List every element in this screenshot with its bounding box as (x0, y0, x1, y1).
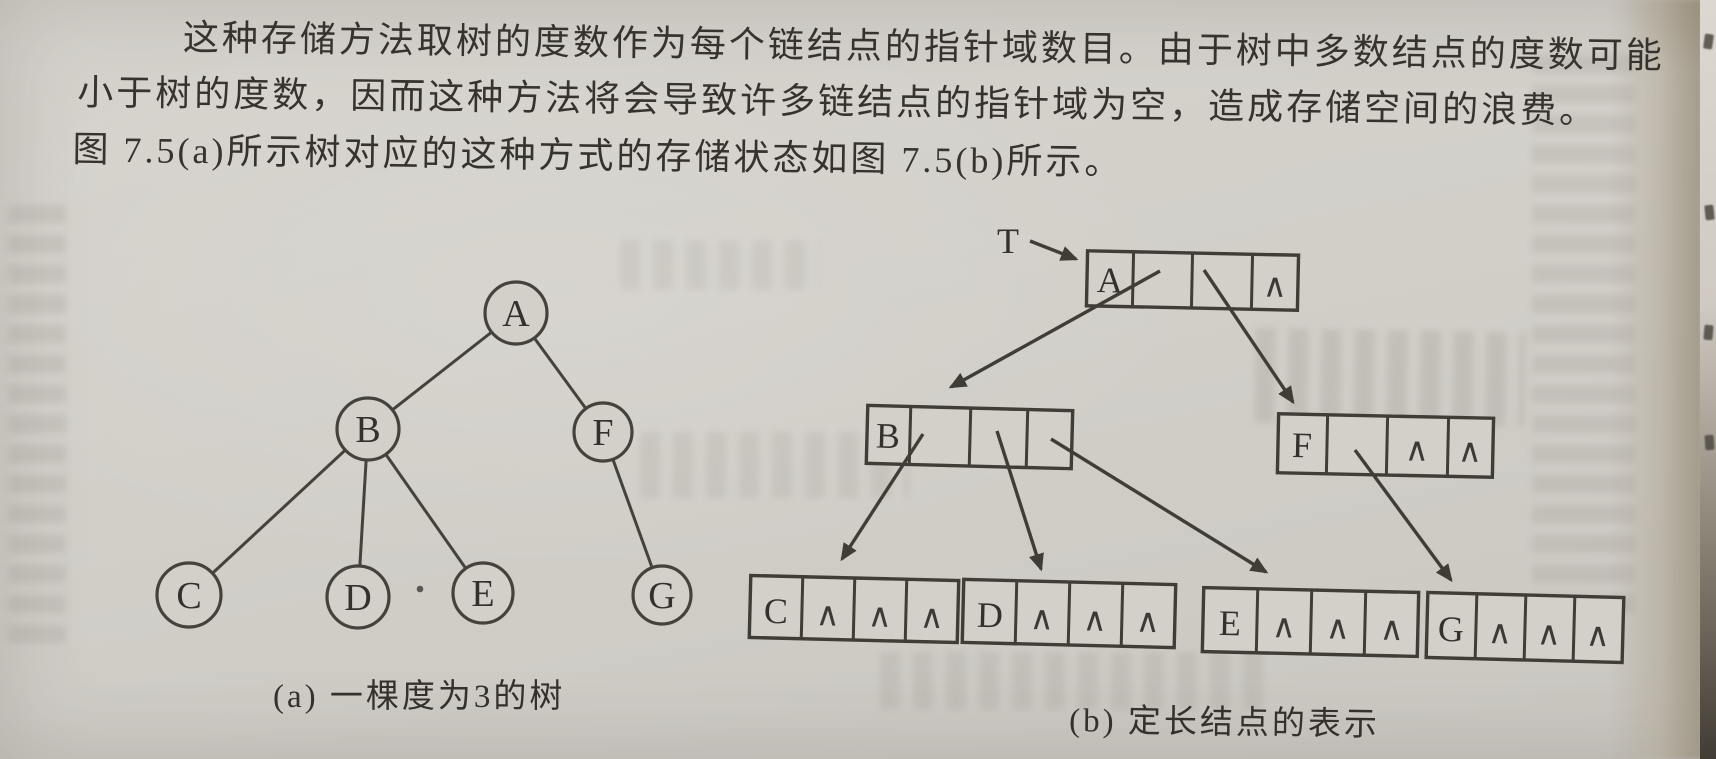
null-pointer-symbol: ∧ (1487, 612, 1512, 652)
tree-node-label: G (648, 575, 675, 617)
stray-ink-dot (416, 585, 424, 593)
node-data-label: F (1292, 425, 1313, 465)
cell-divider (1473, 593, 1479, 659)
tree-edge-B-E (366, 428, 485, 594)
null-pointer-symbol: ∧ (1262, 265, 1287, 304)
cell-divider (1066, 581, 1072, 646)
tree-node-label: F (592, 412, 613, 454)
null-pointer-symbol: ∧ (867, 595, 892, 635)
linked-node-C: C ∧ ∧ ∧ (747, 573, 961, 645)
caption-b: (b) 定长结点的表示 (1069, 702, 1380, 743)
cell-divider (1119, 583, 1125, 647)
null-pointer-symbol: ∧ (1029, 598, 1054, 638)
pointer-arrow-A-to-B (948, 269, 1161, 389)
linked-node-A: A ∧ (1084, 249, 1301, 312)
tree-node-circle-F (572, 401, 634, 463)
cell-divider (967, 407, 973, 467)
node-data-label: E (1219, 603, 1242, 643)
cell-divider (1324, 414, 1330, 474)
pointer-arrow-A-to-F (1202, 269, 1295, 405)
null-pointer-symbol: ∧ (1135, 601, 1160, 641)
tree-node-label: C (176, 575, 201, 617)
cell-divider (799, 576, 805, 639)
null-pointer-symbol: ∧ (1379, 609, 1404, 649)
tree-node-label: B (355, 409, 380, 451)
tree-node-circle-C (155, 561, 223, 629)
cell-divider (1445, 417, 1451, 477)
tree-node-circle-E (451, 561, 515, 625)
linked-list-diagram: T A ∧ B (747, 221, 1626, 665)
cell-divider (1249, 254, 1255, 310)
null-pointer-symbol: ∧ (1404, 429, 1429, 468)
null-pointer-symbol: ∧ (1082, 599, 1107, 639)
tree-node-circle-G (631, 564, 693, 626)
caption-a: (a) 一棵度为3的树 (273, 678, 565, 715)
node-data-label: G (1437, 609, 1464, 650)
cell-divider (903, 579, 909, 642)
tree-node-label: E (471, 573, 494, 615)
cell-divider (1571, 596, 1577, 662)
null-pointer-symbol: ∧ (1325, 607, 1350, 647)
page-corner-shadow (1526, 0, 1716, 150)
tree-diagram: A B F C D E G (155, 280, 693, 630)
cell-divider (1130, 251, 1136, 307)
null-pointer-symbol: ∧ (919, 597, 944, 637)
root-pointer-label: T (997, 221, 1019, 261)
tree-node-label: D (344, 577, 371, 619)
node-data-label: C (763, 591, 788, 632)
pointer-arrow-B-to-D (995, 430, 1044, 572)
tree-node-circle-A (483, 280, 549, 346)
tree-node-circle-D (325, 564, 391, 630)
cell-divider (1362, 591, 1368, 656)
node-data-label: D (976, 595, 1003, 636)
null-pointer-symbol: ∧ (1457, 431, 1482, 470)
root-pointer-arrow (1029, 239, 1079, 261)
pointer-arrow-F-to-G (1353, 448, 1453, 583)
null-pointer-symbol: ∧ (1585, 615, 1610, 655)
node-data-label: B (875, 416, 900, 457)
cell-divider (1308, 589, 1314, 655)
linked-node-G: G ∧ ∧ ∧ (1424, 590, 1626, 665)
null-pointer-symbol: ∧ (1536, 613, 1561, 653)
tree-node-label: A (502, 293, 530, 335)
cell-divider (1254, 588, 1260, 653)
cell-divider (1522, 594, 1528, 661)
cell-divider (851, 577, 857, 641)
cell-divider (1189, 252, 1195, 309)
cell-divider (1024, 409, 1030, 468)
cell-divider (1384, 416, 1390, 476)
page-edge-strip (1700, 0, 1716, 759)
tree-node-circle-B (335, 396, 401, 462)
linked-node-B: B (864, 403, 1075, 471)
null-pointer-symbol: ∧ (815, 594, 840, 634)
linked-node-F: F ∧ ∧ (1275, 412, 1496, 479)
null-pointer-symbol: ∧ (1271, 606, 1296, 646)
tree-edge-B-C (187, 427, 370, 597)
pointer-arrow-B-to-E (1050, 437, 1269, 574)
page-curve-shadow (1610, 0, 1702, 759)
linked-node-D: D ∧ ∧ ∧ (960, 577, 1178, 650)
linked-node-E: E ∧ ∧ ∧ (1200, 585, 1421, 659)
cell-divider (1013, 580, 1019, 644)
pointer-arrow-B-to-C (840, 433, 925, 562)
